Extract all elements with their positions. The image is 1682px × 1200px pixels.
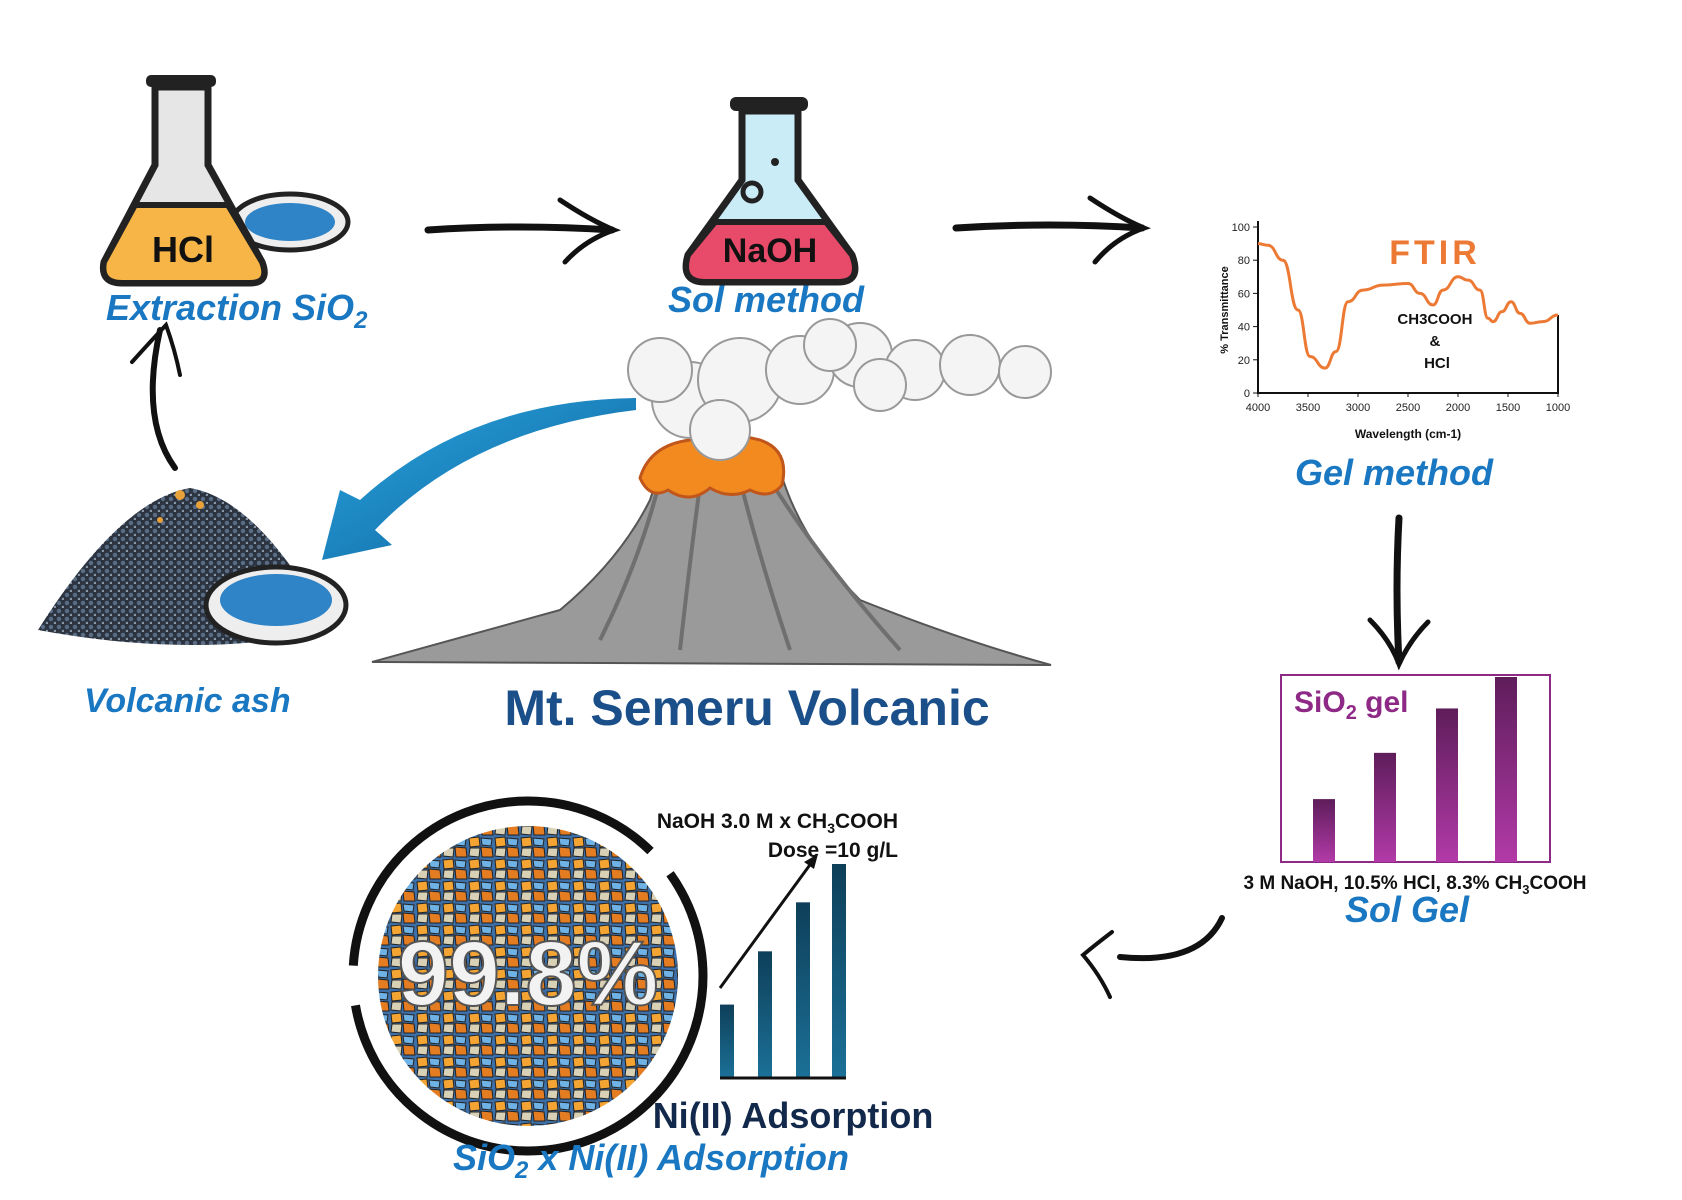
- ftir-ytick-label: 0: [1244, 388, 1250, 400]
- ftir-xlabel: Wavelength (cm-1): [1355, 427, 1461, 441]
- arrow-down-icon: [1367, 514, 1431, 671]
- ftir-xtick-label: 3000: [1346, 402, 1370, 414]
- ftir-series-line: [1257, 242, 1559, 370]
- sol-method-label: Sol method: [668, 279, 865, 320]
- ftir-xtick-label: 3500: [1296, 402, 1320, 414]
- ftir-title: FTIR: [1389, 234, 1481, 272]
- hcl-flask-icon: HCl: [99, 75, 351, 287]
- ftir-chart: FTIR 4000 3500 3000 2500 2000 1500 1000 0 20 40 60…: [1219, 221, 1570, 441]
- ni-annotation-line1: NaOH 3.0 M x CH3COOH: [657, 810, 898, 836]
- sio2-gel-chart: SiO2 gel: [1280, 674, 1551, 863]
- volcanic-ash-label: Volcanic ash: [84, 682, 291, 720]
- adsorption-percent: 99.8%: [398, 923, 659, 1025]
- ftir-xtick-label: 1500: [1496, 402, 1520, 414]
- gel-method-label: Gel method: [1295, 452, 1494, 493]
- ni-adsorption-bar: [796, 902, 810, 1077]
- ni-title: Ni(II) Adsorption: [653, 1095, 934, 1136]
- ni-adsorption-bar: [758, 951, 772, 1077]
- ftir-xtick-label: 2500: [1396, 402, 1420, 414]
- ftir-ytick-label: 100: [1232, 222, 1250, 234]
- arrow-up-icon: [130, 321, 182, 471]
- ftir-xtick-label: 2000: [1446, 402, 1470, 414]
- volcano-illustration: [371, 318, 1052, 666]
- volcano-label: Mt. Semeru Volcanic: [504, 680, 989, 736]
- ftir-ytick-label: 20: [1238, 355, 1250, 367]
- ni-adsorption-chart: NaOH 3.0 M x CH3COOH Dose =10 g/L Ni(II)…: [653, 810, 934, 1136]
- sio2-gel-bar: [1313, 799, 1335, 862]
- ni-annotation-line2: Dose =10 g/L: [768, 839, 898, 862]
- hcl-flask-label: HCl: [152, 229, 214, 270]
- sio2-gel-bar: [1495, 677, 1517, 862]
- adsorption-label: SiO2 x Ni(II) Adsorption: [453, 1137, 849, 1184]
- naoh-flask-label: NaOH: [723, 232, 817, 270]
- ftir-xtick-label: 1000: [1546, 402, 1570, 414]
- ftir-xtick-label: 4000: [1246, 402, 1270, 414]
- ftir-ytick-label: 40: [1238, 322, 1250, 334]
- sio2-gel-bar: [1436, 708, 1458, 862]
- solgel-conditions: 3 M NaOH, 10.5% HCl, 8.3% CH3COOH: [1244, 873, 1587, 897]
- ni-adsorption-bar: [720, 1004, 734, 1077]
- ftir-ylabel: % Transmittance: [1219, 266, 1231, 353]
- ftir-annotation: CH3COOH & HCl: [1397, 311, 1476, 372]
- extraction-label: Extraction SiO2: [106, 287, 368, 334]
- trend-arrow-icon: [718, 854, 818, 989]
- naoh-flask-icon: NaOH: [682, 97, 859, 286]
- sio2-gel-bar: [1374, 752, 1396, 862]
- sol-gel-label: Sol Gel: [1345, 889, 1470, 930]
- curved-arrow-left-icon: [1080, 915, 1225, 999]
- sio2-particles-illustration: 99.8%: [348, 796, 708, 1156]
- sio2-gel-title: SiO2 gel: [1294, 686, 1409, 724]
- volcanic-ash-illustration: [38, 488, 349, 646]
- blue-curved-arrow-icon: [322, 398, 636, 560]
- arrow-right-icon: [424, 197, 622, 265]
- ftir-ytick-label: 60: [1238, 288, 1250, 300]
- ftir-ytick-label: 80: [1238, 255, 1250, 267]
- arrow-right-icon: [952, 195, 1152, 265]
- ni-adsorption-bar: [832, 864, 846, 1077]
